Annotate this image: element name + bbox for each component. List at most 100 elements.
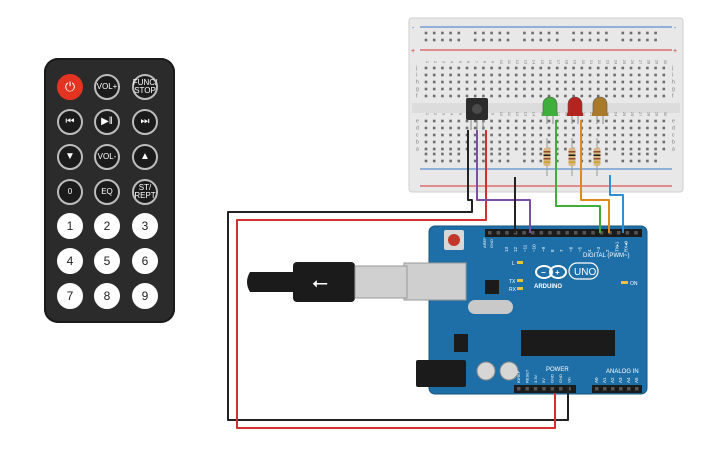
terminal-hole	[506, 80, 510, 84]
eq-button[interactable]: EQ	[94, 179, 120, 205]
analog-header-pin[interactable]	[611, 387, 615, 391]
terminal-hole	[490, 140, 493, 144]
terminal-hole	[449, 94, 452, 98]
digit-7-button[interactable]: 7	[57, 283, 83, 309]
digital-header-pin[interactable]	[505, 231, 509, 235]
led-body	[592, 96, 608, 115]
terminal-hole	[613, 66, 616, 70]
terminal-hole	[498, 87, 502, 91]
green-led-wire[interactable]	[555, 120, 601, 233]
power-header-pin[interactable]	[517, 387, 521, 391]
rail-hole	[498, 31, 502, 35]
column-number-top: 27	[638, 60, 643, 65]
digital-header-pin[interactable]	[522, 231, 526, 235]
power-header-pin[interactable]	[550, 387, 555, 391]
rail-hole	[523, 38, 526, 42]
rail-hole	[605, 38, 608, 42]
terminal-hole	[613, 140, 616, 144]
column-number-bottom: 11	[507, 112, 512, 117]
play-pause-button[interactable]: ▶‖	[94, 109, 120, 135]
digit-4-button[interactable]: 4	[57, 248, 83, 274]
terminal-hole	[432, 133, 436, 137]
terminal-hole	[514, 133, 518, 137]
red-led-wire[interactable]	[580, 120, 610, 233]
digital-header-pin[interactable]	[599, 231, 604, 235]
reset-button[interactable]	[448, 234, 460, 246]
digital-header-pin[interactable]	[531, 231, 535, 235]
digital-header-pin[interactable]	[496, 231, 501, 235]
rail-hole	[637, 159, 641, 163]
terminal-hole	[432, 140, 436, 144]
func-stop-button[interactable]: FUNC/ STOP	[132, 74, 158, 100]
ir-receiver[interactable]	[466, 98, 488, 130]
terminal-hole	[473, 147, 477, 151]
gnd-wire[interactable]	[227, 130, 569, 421]
analog-header-pin[interactable]	[635, 387, 639, 391]
digit-0-button[interactable]: 0	[57, 179, 83, 205]
power-header-pin[interactable]	[542, 387, 546, 391]
digit-9-button[interactable]: 9	[132, 283, 158, 309]
power-header-pin[interactable]	[567, 387, 571, 391]
analog-header-pin[interactable]	[603, 387, 607, 391]
previous-button[interactable]: ⏮	[57, 109, 83, 135]
power-header-pin[interactable]	[525, 387, 529, 391]
terminal-hole	[449, 87, 452, 91]
digital-header-pin[interactable]	[565, 231, 569, 235]
digit-1-button[interactable]: 1	[57, 213, 83, 239]
power-button[interactable]: ⏻	[57, 74, 83, 100]
vol-up-button[interactable]: VOL+	[94, 74, 120, 100]
down-button[interactable]: ▼	[57, 144, 83, 170]
analog-header-pin[interactable]	[595, 387, 599, 391]
rail-hole	[629, 38, 633, 42]
digital-header-pin[interactable]	[556, 231, 561, 235]
terminal-hole	[580, 80, 584, 84]
terminal-hole	[662, 119, 666, 123]
digit-5-button[interactable]: 5	[94, 248, 120, 274]
power-header-pin[interactable]	[559, 387, 563, 391]
digit-2-button[interactable]: 2	[94, 213, 120, 239]
power-header-pin[interactable]	[533, 387, 538, 391]
terminal-hole	[506, 133, 510, 137]
signal-wire[interactable]	[476, 130, 531, 233]
digital-header-pin[interactable]	[591, 231, 595, 235]
digital-header-pin[interactable]	[617, 231, 621, 235]
green-led[interactable]	[542, 96, 558, 124]
terminal-hole	[588, 126, 592, 130]
column-number-top: 2	[433, 61, 438, 64]
digital-header-pin[interactable]	[634, 231, 638, 235]
digital-header-pin[interactable]	[608, 231, 612, 235]
terminal-hole	[539, 119, 543, 123]
terminal-hole	[441, 94, 444, 98]
analog-header-pin[interactable]	[619, 387, 623, 391]
digital-header-pin[interactable]	[574, 231, 578, 235]
yellow-led[interactable]	[592, 96, 608, 124]
digital-header-pin[interactable]	[488, 231, 492, 235]
vol-down-button[interactable]: VOL-	[94, 144, 120, 170]
terminal-hole	[621, 73, 625, 77]
digit-8-button[interactable]: 8	[94, 283, 120, 309]
terminal-hole	[555, 87, 559, 91]
digital-header-pin[interactable]	[625, 231, 630, 235]
resistor[interactable]	[543, 138, 551, 176]
rail-hole	[637, 38, 641, 42]
5v-wire[interactable]	[236, 130, 556, 429]
digital-header-pin[interactable]	[548, 231, 552, 235]
resistor[interactable]	[593, 138, 601, 176]
digital-header-pin[interactable]	[582, 231, 587, 235]
next-button[interactable]: ⏭	[132, 109, 158, 135]
up-button[interactable]: ▲	[132, 144, 158, 170]
st-rept-button[interactable]: ST/ REPT	[132, 179, 158, 205]
rail-hole	[506, 152, 510, 156]
digit-3-button[interactable]: 3	[132, 213, 158, 239]
resistor[interactable]	[568, 138, 576, 176]
digit-6-button[interactable]: 6	[132, 248, 158, 274]
analog-header-pin[interactable]	[627, 387, 631, 391]
yellow-led-wire[interactable]	[609, 175, 624, 233]
terminal-hole	[547, 140, 551, 144]
rail-hole	[424, 152, 428, 156]
terminal-hole	[539, 140, 543, 144]
digital-header-pin[interactable]	[539, 231, 544, 235]
red-led[interactable]	[567, 96, 583, 124]
